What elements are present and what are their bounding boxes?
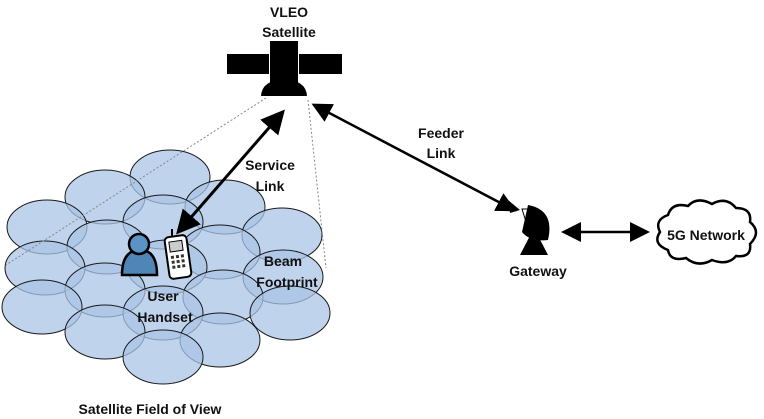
- beam-cell: [249, 285, 331, 341]
- beam-cell: [1, 279, 83, 335]
- service-link-label-1: Service: [245, 157, 295, 173]
- satellite-label-2: Satellite: [262, 24, 316, 40]
- gateway-antenna-icon: [508, 200, 550, 255]
- beam-cell: [64, 304, 146, 360]
- user-icon: [120, 232, 159, 277]
- gateway-label: Gateway: [509, 263, 567, 279]
- cloud-icon: [656, 199, 758, 265]
- satellite-label-1: VLEO: [270, 4, 308, 20]
- feeder-link-label-2: Link: [427, 145, 456, 161]
- field-of-view-label: Satellite Field of View: [79, 401, 222, 417]
- satellite-icon: [227, 41, 342, 96]
- feeder-link-arrow: [311, 103, 517, 212]
- user-handset-label-2: Handset: [137, 309, 193, 325]
- user-handset-label-1: User: [147, 288, 179, 304]
- feeder-link-label-1: Feeder: [418, 125, 464, 141]
- service-link-label-2: Link: [256, 178, 285, 194]
- phone-icon: [163, 229, 193, 280]
- fov-boundary-left: [5, 97, 267, 266]
- beam-footprint-label-1: Beam: [264, 253, 302, 269]
- network-label: 5G Network: [667, 227, 745, 243]
- beam-footprint-label-2: Footprint: [256, 274, 318, 290]
- service-link-arrow: [176, 109, 285, 235]
- beam-cell: [122, 329, 204, 385]
